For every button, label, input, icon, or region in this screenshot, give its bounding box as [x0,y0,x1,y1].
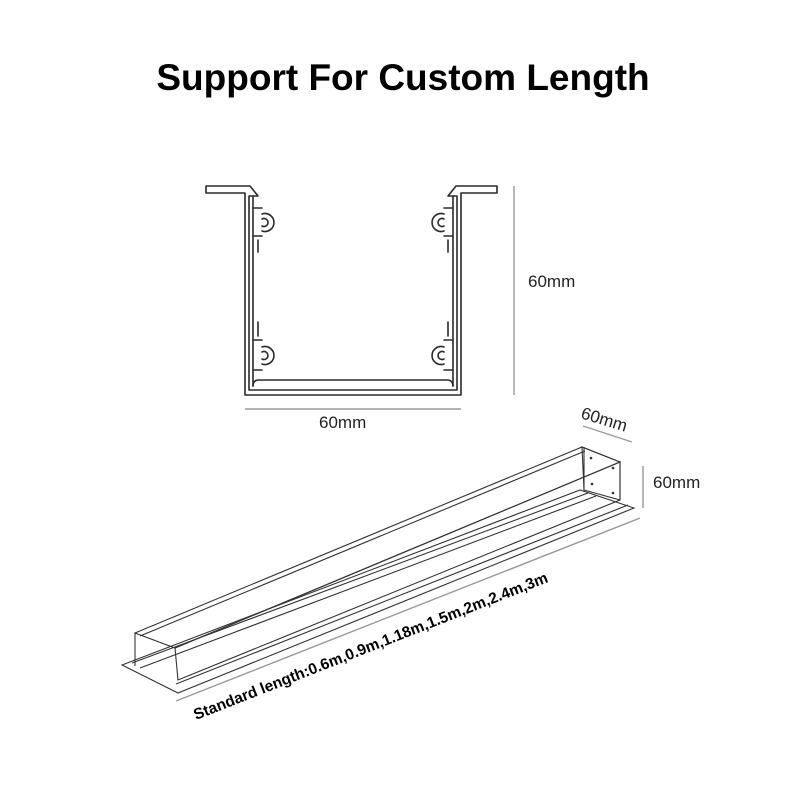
length-dimension-line [175,517,641,702]
profile-end-cap [581,446,621,501]
left-lower-clip [252,321,275,371]
channel-floor [252,379,454,387]
page-title: Support For Custom Length [156,57,649,98]
profile-depth-label: 60mm [579,404,630,436]
left-upper-clip [252,207,275,253]
channel-outline [205,185,498,396]
right-upper-clip [431,207,454,253]
cross-section-width-label: 60mm [319,413,366,432]
cross-section-drawing: 60mm 60mm [205,185,575,432]
profile-height-label: 60mm [653,473,700,492]
cross-section-height-label: 60mm [528,272,575,291]
profile-top-face [133,446,622,649]
depth-dimension-line [582,425,633,443]
right-lower-clip [431,321,454,371]
profile-perspective-drawing: 60mm 60mm Standard length:0.6m,0.9m,1.18… [120,404,700,724]
profile-flange [120,489,636,694]
